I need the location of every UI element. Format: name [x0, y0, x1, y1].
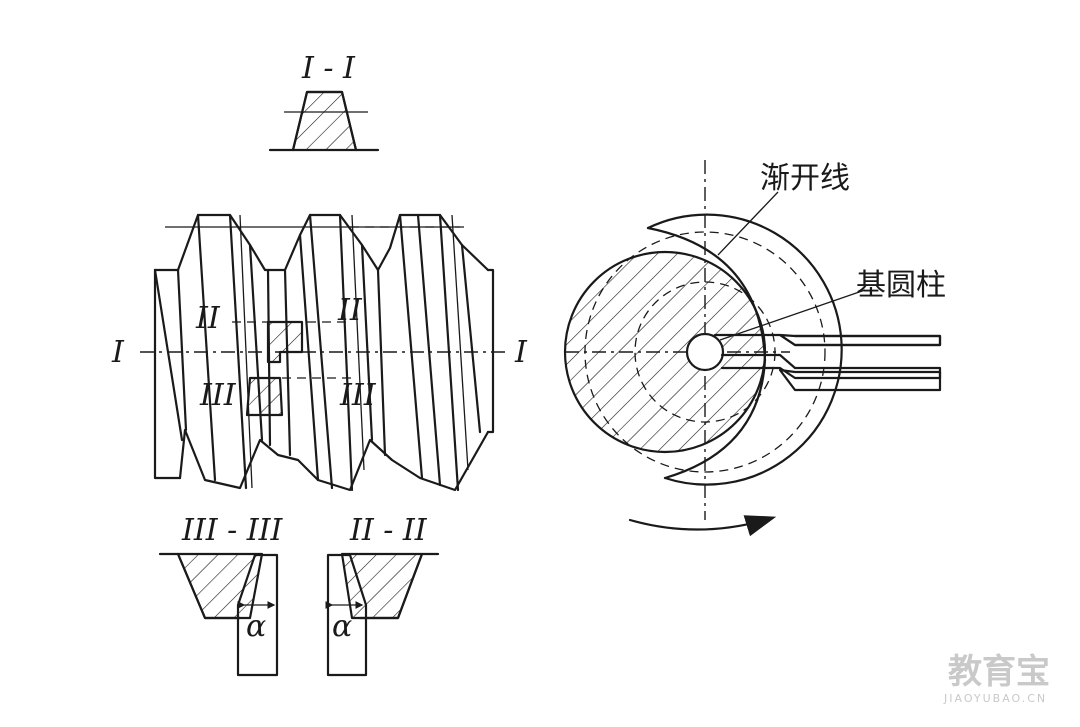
annotation-involute: 渐开线 [760, 161, 850, 196]
section-i-i: I - I [268, 51, 380, 152]
base-cylinder-leader [719, 289, 866, 341]
ii-label-left: II [195, 301, 221, 336]
hub-circle [685, 332, 725, 372]
alpha-label-left: α [246, 609, 266, 644]
worm-end-view: 渐开线 基圆柱 [563, 160, 946, 537]
section-iii-tool [236, 553, 279, 677]
tool-upper-blade [778, 333, 942, 347]
section-iii-iii-label: III - III [181, 513, 283, 548]
worm-side-view: I I II II III III [111, 213, 528, 492]
ii-label-right: II [337, 293, 363, 328]
watermark-title: 教育宝 [948, 652, 1050, 692]
section-i-i-hatched-tooth [291, 90, 358, 152]
rotation-arrow [628, 515, 777, 537]
iii-label-right: III [339, 378, 377, 413]
worm-left-end [153, 268, 182, 480]
outer-circle [646, 213, 843, 486]
axis-label-right: I [514, 335, 528, 370]
section-ii-ii-label: II - II [349, 513, 428, 548]
worm-right-end [486, 268, 495, 434]
watermark: 教育宝 JIAOYUBAO.CN [943, 652, 1050, 705]
annotation-base-cylinder: 基圆柱 [856, 268, 946, 303]
involute-leader [717, 191, 779, 256]
iii-label-left: III [199, 378, 237, 413]
worm-section-ii-hatch [266, 320, 304, 364]
section-ii-tool [326, 553, 368, 677]
section-i-i-label: I - I [301, 51, 356, 86]
section-ii-hatch [340, 552, 424, 620]
axis-label-left: I [111, 335, 125, 370]
section-iii-iii: III - III α [158, 513, 283, 677]
alpha-label-right: α [332, 609, 352, 644]
worm-thread-crests-bottom [178, 428, 490, 492]
watermark-url: JIAOYUBAO.CN [943, 692, 1047, 705]
worm-thread-crests-top [176, 213, 490, 272]
tool-lower-blade [778, 368, 942, 392]
worm-section-iii-hatch [245, 376, 284, 417]
section-ii-ii: II - II α [325, 513, 440, 677]
